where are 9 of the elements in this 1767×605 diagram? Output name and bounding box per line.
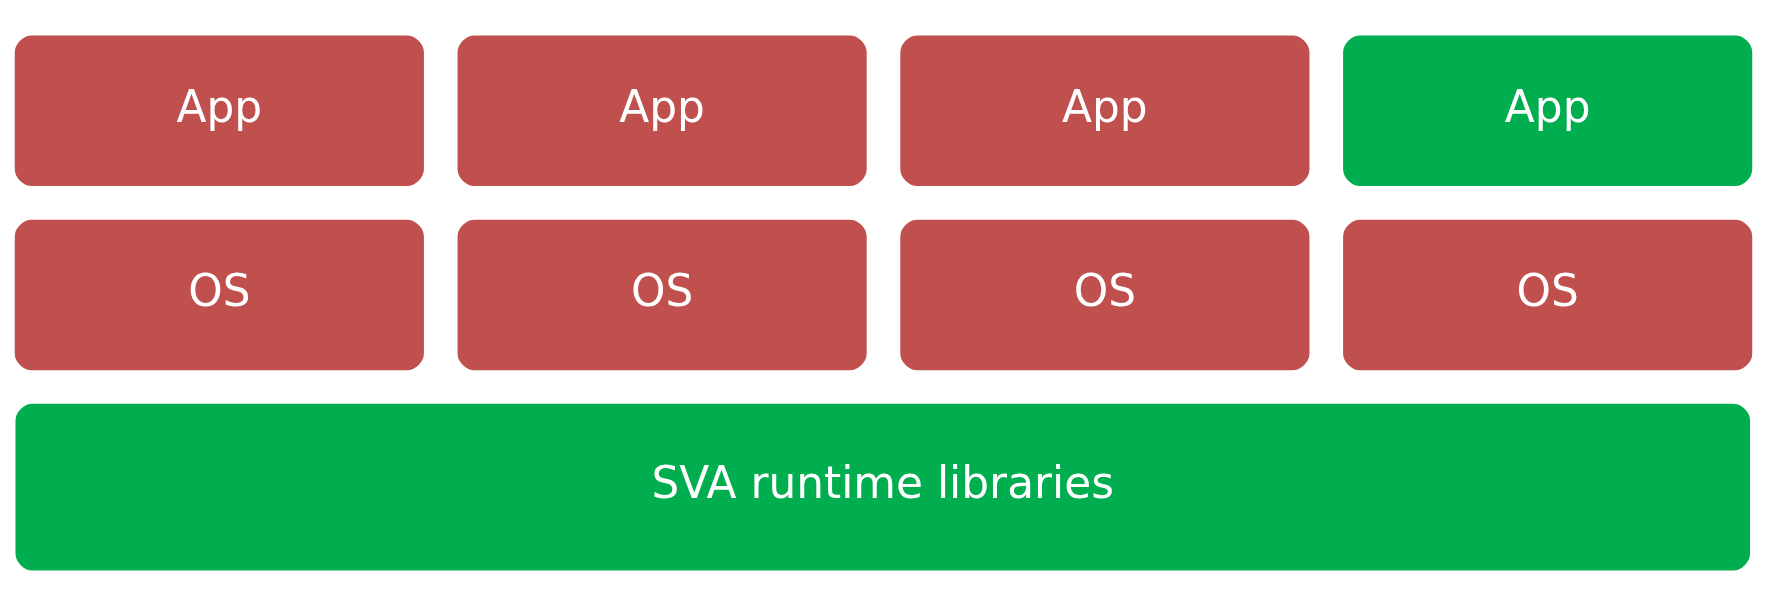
node-box: App xyxy=(898,33,1311,188)
node-box: OS xyxy=(1341,217,1754,372)
node-box: OS xyxy=(13,217,426,372)
node-box: SVA runtime libraries xyxy=(14,401,1752,572)
node-box: OS xyxy=(456,217,869,372)
node-box: OS xyxy=(898,217,1311,372)
node-box: App xyxy=(13,33,426,188)
node-box: App xyxy=(1341,33,1754,188)
node-box: App xyxy=(456,33,869,188)
